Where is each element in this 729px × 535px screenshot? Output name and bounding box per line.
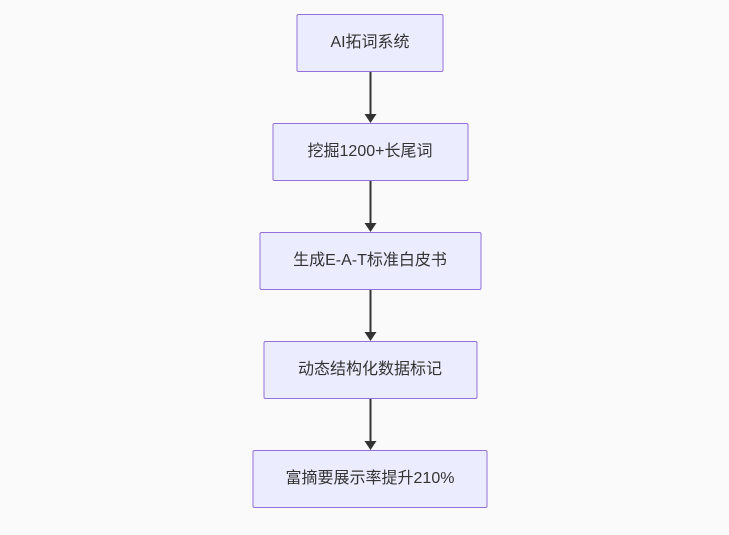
- flowchart-column: AI拓词系统 挖掘1200+长尾词 生成E-A-T标准白皮书 动态结构化数据标记: [6, 14, 729, 508]
- arrow-line: [369, 399, 371, 441]
- flow-node-ai-keyword-system: AI拓词系统: [296, 14, 444, 72]
- arrow-line: [369, 290, 371, 332]
- flow-node-longtail-keywords: 挖掘1200+长尾词: [272, 123, 468, 181]
- arrow-connector-1: [364, 72, 376, 123]
- flow-node-label: 挖掘1200+长尾词: [307, 143, 433, 160]
- arrow-line: [369, 72, 371, 114]
- arrow-connector-3: [364, 290, 376, 341]
- arrow-connector-4: [364, 399, 376, 450]
- flow-node-label: 动态结构化数据标记: [297, 361, 442, 378]
- flow-node-label: AI拓词系统: [330, 34, 410, 51]
- flow-node-eat-whitepaper: 生成E-A-T标准白皮书: [259, 232, 481, 290]
- arrow-down-icon: [364, 114, 376, 123]
- flow-node-label: 生成E-A-T标准白皮书: [293, 252, 447, 269]
- flow-node-structured-data: 动态结构化数据标记: [263, 341, 477, 399]
- arrow-line: [369, 181, 371, 223]
- arrow-down-icon: [364, 223, 376, 232]
- arrow-connector-2: [364, 181, 376, 232]
- flow-node-rich-snippet-result: 富摘要展示率提升210%: [252, 450, 488, 508]
- flow-node-label: 富摘要展示率提升210%: [285, 470, 455, 487]
- arrow-down-icon: [364, 441, 376, 450]
- arrow-down-icon: [364, 332, 376, 341]
